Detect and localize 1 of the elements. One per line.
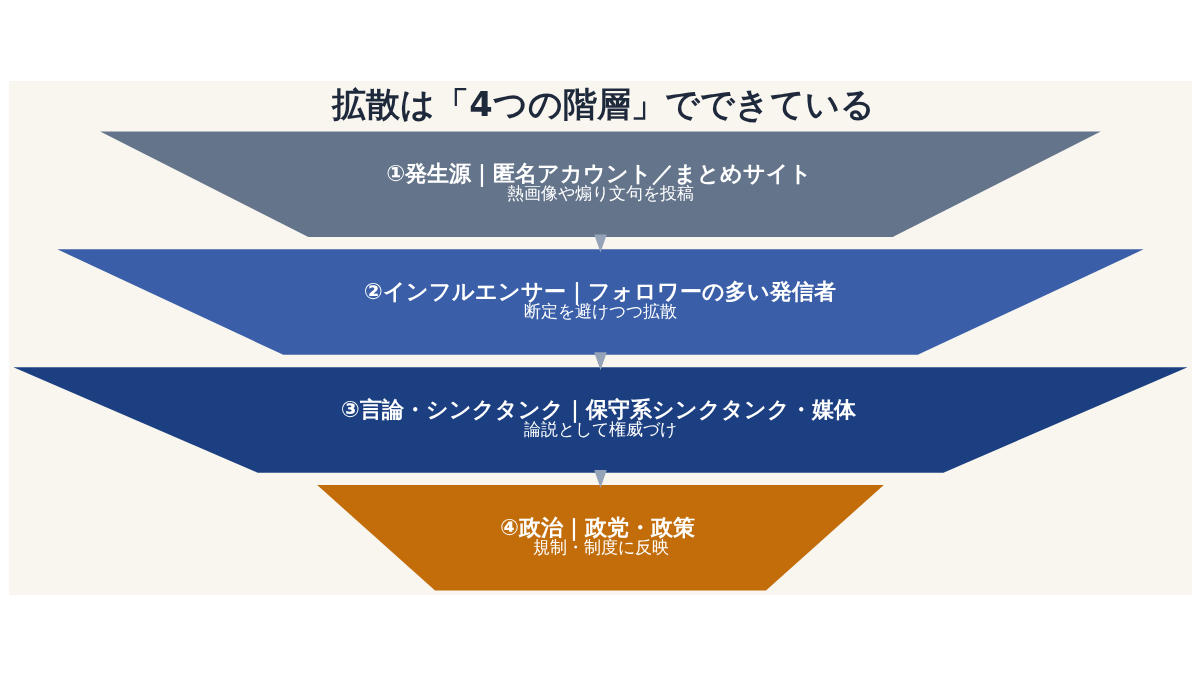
diagram-title: 拡散は「4つの階層」でできている bbox=[331, 84, 875, 124]
